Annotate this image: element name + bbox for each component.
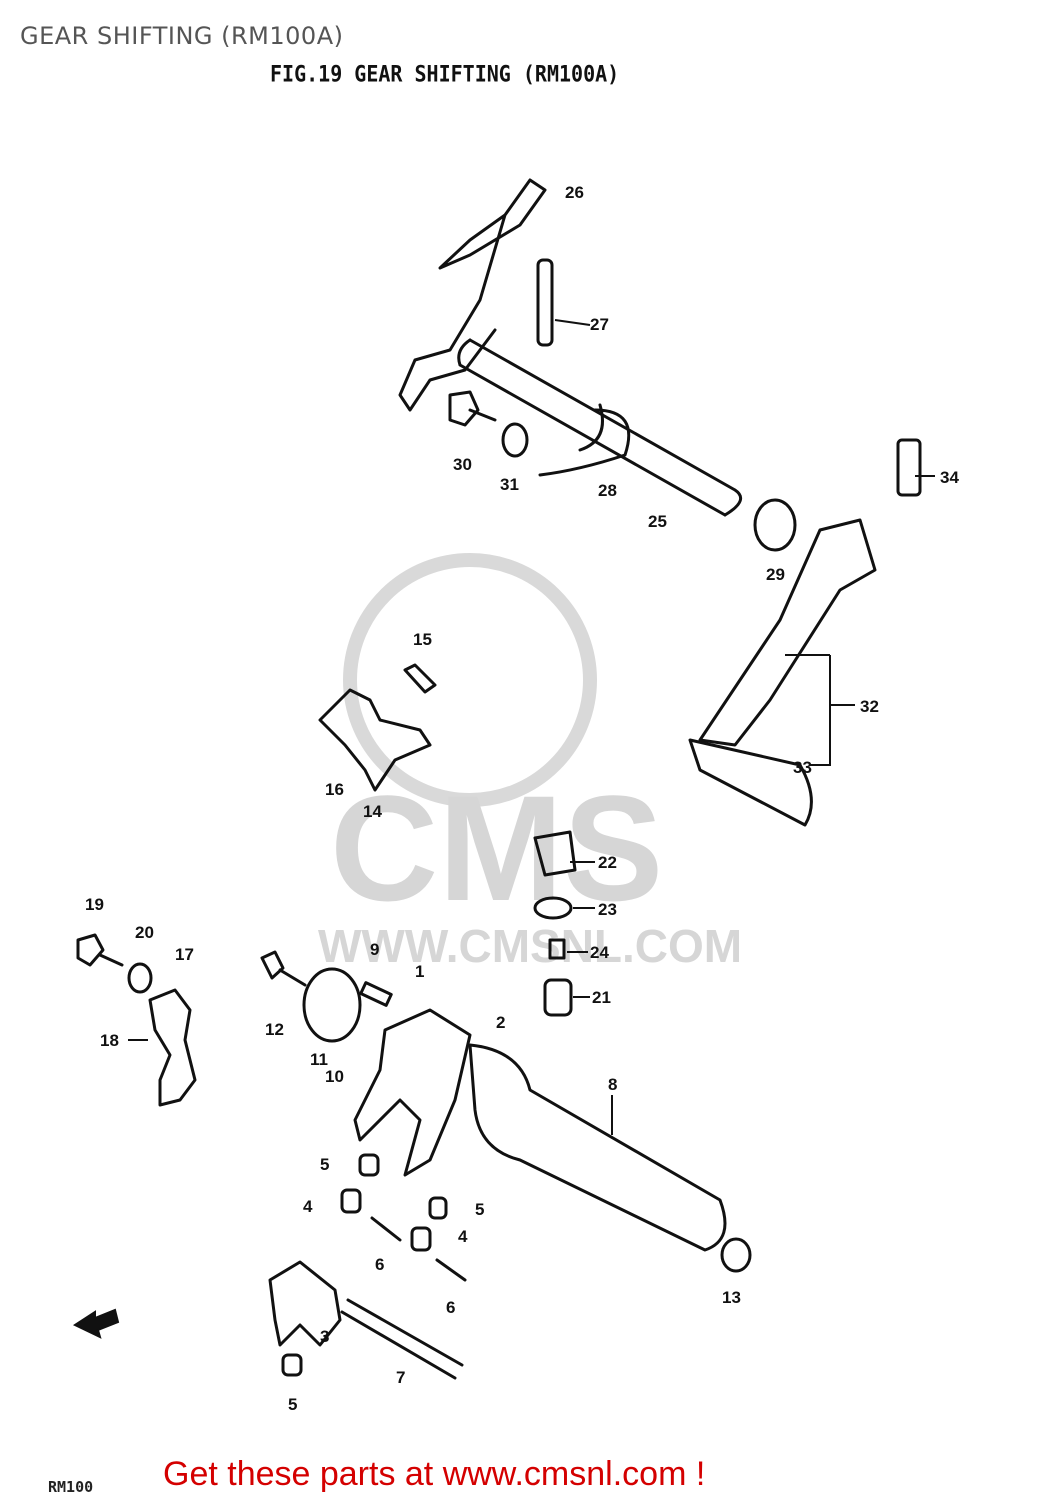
callout-30: 30 [453,455,472,474]
callout-13: 13 [722,1288,741,1307]
callout-11: 11 [310,1050,328,1069]
callout-5c: 5 [288,1395,297,1414]
page-title: GEAR SHIFTING (RM100A) [20,22,344,50]
cam-stopper-assembly [76,933,197,1107]
front-arrow-icon [72,1308,120,1339]
callout-2: 2 [496,1013,505,1032]
washer-20-part [127,962,153,994]
callout-7: 7 [396,1368,405,1387]
fork-3-part [268,1260,342,1347]
gasket-23-part [533,896,573,920]
pin-9-part [359,981,393,1007]
roller-4b-part [410,1226,432,1252]
leader-32 [785,654,855,766]
fork-1-part [353,1008,472,1177]
callout-27: 27 [590,315,609,334]
bolt-12-part [260,950,307,987]
callout-32: 32 [860,697,879,716]
callout-22: 22 [598,853,617,872]
washer-31-part [501,422,529,458]
callout-15: 15 [413,630,432,649]
watermark-logo-text: CMS [330,764,663,932]
callout-6b: 6 [446,1298,455,1317]
spring-24-part [548,938,566,960]
spring-21-part [543,978,573,1017]
roller-5-part [281,1353,303,1377]
cam-drum-2-part [468,1043,727,1252]
pin-6a-part [370,1216,402,1242]
callout-34: 34 [940,468,959,487]
watermark-logo-circle [343,553,597,807]
callout-20: 20 [135,923,154,942]
callout-1: 1 [415,962,424,981]
shift-shaft-assembly [398,178,797,552]
leader-27 [554,319,591,326]
figure-title: FIG.19 GEAR SHIFTING (RM100A) [270,60,620,88]
bolt-19-part [76,933,124,967]
callout-33: 33 [793,758,812,777]
cam-guide-11-part [302,967,362,1043]
callout-17: 17 [175,945,194,964]
leader-lines [128,319,935,1135]
callout-5b: 5 [475,1200,484,1219]
promo-link[interactable]: Get these parts at www.cmsnl.com ! [163,1455,706,1493]
callout-16: 16 [325,780,344,799]
return-spring-part [538,403,631,477]
callout-labels: 26 27 30 31 28 25 29 34 32 33 15 16 14 2… [85,183,959,1414]
footer-model-label: RM100 [48,1478,94,1496]
shift-lever-assembly [688,438,922,827]
spring-27-part [536,258,554,347]
oil-seal-29-part [753,498,797,552]
callout-12: 12 [265,1020,284,1039]
callout-24: 24 [590,943,609,962]
plug-22-part [533,830,577,877]
callout-26: 26 [565,183,584,202]
callout-19: 19 [85,895,104,914]
callout-5a: 5 [320,1155,329,1174]
gearshift-cam-assembly [260,830,752,1380]
bolt-34-part [896,438,922,497]
shift-lever-32-part [698,518,877,747]
fork-shaft-7-part [340,1298,464,1380]
stopper-14-part [318,688,432,792]
watermark-url-text: WWW.CMSNL.COM [318,920,742,972]
callout-4a: 4 [303,1197,313,1216]
callout-31: 31 [500,475,519,494]
callout-3: 3 [320,1327,329,1346]
callout-14: 14 [363,802,382,821]
gear-shift-stopper-assembly [318,663,437,792]
screw-15-part [403,663,437,694]
callout-10: 10 [325,1067,344,1086]
callout-29: 29 [766,565,785,584]
plug-13-part [720,1237,752,1273]
callout-9: 9 [370,940,379,959]
roller-4-part [340,1188,362,1214]
bolt-30-part [448,390,497,427]
callout-8: 8 [608,1075,617,1094]
pin-6b-part [435,1258,467,1282]
callout-21: 21 [592,988,611,1007]
cam-stopper-17-part [148,988,197,1107]
callout-28: 28 [598,481,617,500]
watermark: CMS WWW.CMSNL.COM [318,553,742,972]
callout-25: 25 [648,512,667,531]
callout-6a: 6 [375,1255,384,1274]
callout-4b: 4 [458,1227,468,1246]
gearshift-arm-part [398,178,547,412]
lever-rubber-33-part [688,738,813,827]
callout-23: 23 [598,900,617,919]
roller-5c-part [428,1196,448,1220]
callout-18: 18 [100,1031,119,1050]
roller-5b-part [358,1153,380,1177]
